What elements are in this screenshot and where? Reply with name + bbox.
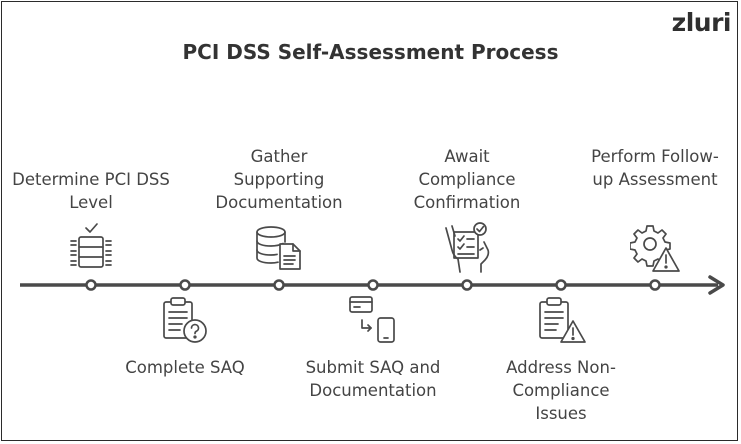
card-to-phone-icon: [349, 296, 395, 343]
timeline-node-4: [367, 279, 379, 291]
timeline-node-7: [649, 279, 661, 291]
step-label-6: Address Non-Compliance Issues: [506, 358, 616, 423]
diagram-title: PCI DSS Self-Assessment Process: [182, 40, 559, 64]
timeline-node-5: [461, 279, 473, 291]
step-label-2: Complete SAQ: [125, 358, 245, 377]
hand-checklist-icon: [445, 222, 490, 273]
database-document-icon: [256, 226, 301, 270]
step-label-7: Perform Follow-up Assessment: [591, 147, 719, 189]
timeline-node-6: [555, 279, 567, 291]
step-label-4: Submit SAQ and Documentation: [305, 358, 441, 400]
timeline-node-2: [179, 279, 191, 291]
zluri-logo: zluri: [671, 8, 732, 37]
timeline-node-3: [273, 279, 285, 291]
step-label-3: Gather Supporting Documentation: [215, 147, 343, 212]
step-label-1: Determine PCI DSS Level: [12, 170, 170, 212]
step-label-5: Await Compliance Confirmation: [413, 147, 521, 212]
gear-warning-icon: [630, 225, 680, 272]
clipboard-question-icon: [163, 297, 207, 343]
clipboard-warning-icon: [539, 297, 586, 343]
timeline-node-1: [85, 279, 97, 291]
timeline-arrowhead: [708, 275, 725, 295]
server-rack-check-icon: [70, 223, 112, 268]
